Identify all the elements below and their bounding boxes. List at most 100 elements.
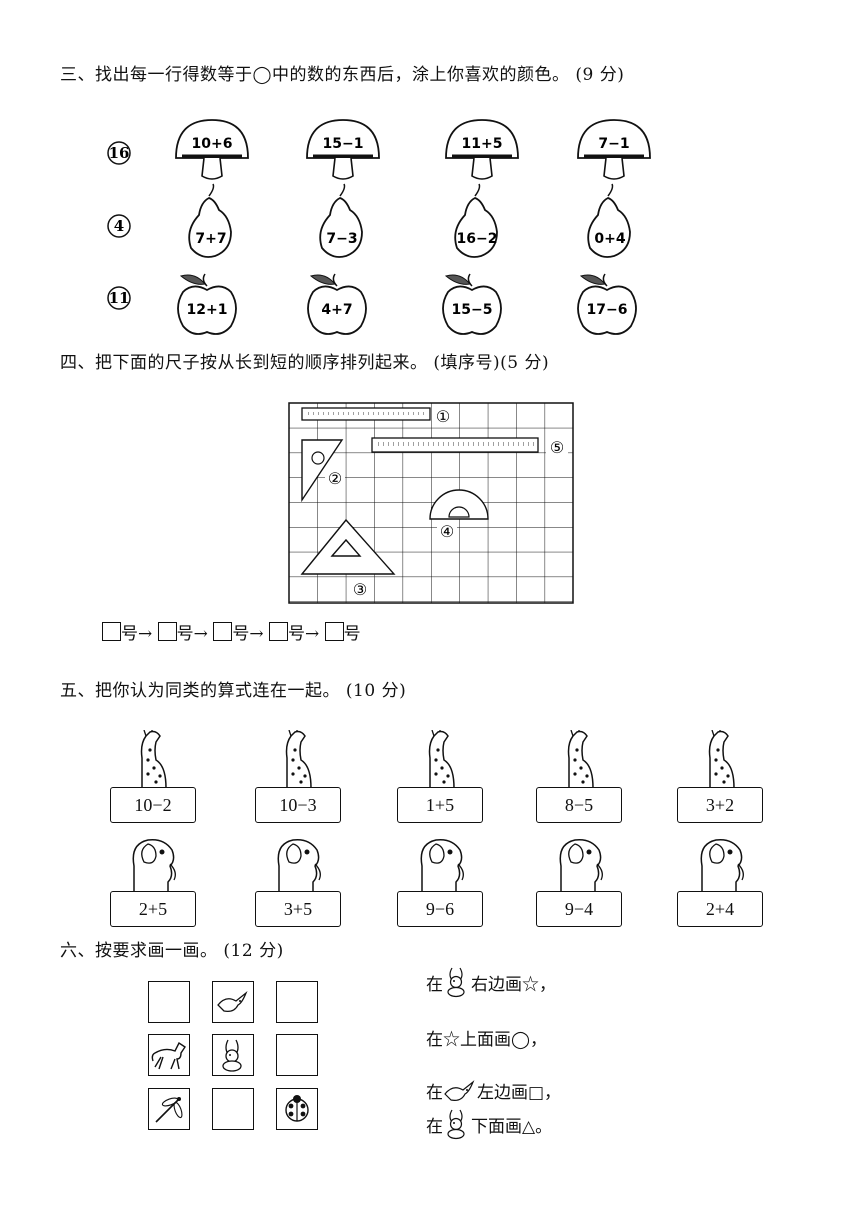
mushroom-expression: 11+5 [462,136,503,152]
pear-item[interactable]: 16−2 [454,183,498,258]
label-1: ① [436,407,450,426]
answer-box[interactable] [157,622,177,641]
grid-cell-empty[interactable] [276,981,318,1023]
target-circle-row2: 4 [107,214,131,238]
target-number: 16 [109,144,130,162]
answer-box[interactable] [324,622,344,641]
instruction-2: 在☆上面画◯， [426,1025,547,1050]
elephant-icon [700,838,744,892]
bird-icon [444,1079,475,1101]
elephant-card[interactable]: 2+4 [677,891,763,927]
giraffe-row [140,730,735,789]
elephant-card[interactable]: 3+5 [255,891,341,927]
grid-cell-rabbit[interactable] [212,1034,254,1076]
giraffe-icon [708,730,735,789]
triangle-ruler-3: ③ [300,518,396,599]
apple-expression: 4+7 [321,302,352,318]
elephant-icon [559,838,603,892]
giraffe-card[interactable]: 10−3 [255,787,341,823]
section5-heading: 五、把你认为同类的算式连在一起。 (10 分) [60,681,407,701]
apple-item[interactable]: 12+1 [177,273,237,335]
section3-figure: 16 4 11 10+6 15−1 11+5 7−1 7+7 [107,119,651,335]
horse-icon [151,1041,186,1070]
ruler-5: ⑤ [371,437,568,457]
unit-text: 号 [121,624,138,644]
grid-cell-horse[interactable] [148,1034,190,1076]
grid-cell-empty[interactable] [276,1034,318,1076]
instruction-4: 在 下面画△。 [426,1108,552,1140]
unit-text: 号 [343,624,361,644]
giraffe-card[interactable]: 3+2 [677,787,763,823]
elephant-row [132,838,744,892]
target-number: 11 [109,289,130,307]
apple-item[interactable]: 15−5 [442,273,502,335]
arrow: → [193,624,208,644]
ladybug-icon [285,1095,309,1122]
rabbit-icon [222,1039,242,1072]
apple-expression: 12+1 [187,302,228,318]
ruler-1: ① [301,407,454,426]
mushroom-item[interactable]: 11+5 [445,119,519,180]
pear-expression: 7+7 [195,231,226,247]
instruction-1: 在 右边画☆， [426,966,556,998]
elephant-icon [132,838,176,892]
pear-expression: 7−3 [326,231,357,247]
ruler-order-answer: 号→ 号→ 号→ 号→ 号 [102,619,361,644]
instruction-text: 在☆上面画◯， [426,1030,548,1050]
instruction-text: 在 [426,1083,443,1103]
mushroom-expression: 15−1 [323,136,364,152]
section3-heading: 三、找出每一行得数等于◯中的数的东西后，涂上你喜欢的颜色。 (9 分) [60,65,625,85]
pear-item[interactable]: 7+7 [188,183,232,258]
label-4: ④ [440,522,454,541]
mushroom-item[interactable]: 15−1 [306,119,380,180]
rabbit-icon [447,967,465,998]
giraffe-icon [567,730,594,789]
instruction-text: 下面画△。 [471,1116,553,1137]
giraffe-card[interactable]: 1+5 [397,787,483,823]
pear-expression: 16−2 [457,231,498,247]
instruction-text: 在 [426,974,443,995]
grid-cell-bird[interactable] [212,981,254,1023]
elephant-card[interactable]: 9−6 [397,891,483,927]
arrow: → [249,624,264,644]
elephant-card[interactable]: 9−4 [536,891,622,927]
arrow: → [138,624,153,644]
section4-heading: 四、把下面的尺子按从长到短的顺序排列起来。 (填序号)(5 分) [60,353,550,373]
unit-text: 号 [176,624,194,644]
apple-expression: 15−5 [452,302,493,318]
arrow: → [304,624,320,644]
apple-item[interactable]: 4+7 [307,273,367,335]
answer-box[interactable] [213,622,233,641]
elephant-icon [420,838,464,892]
bird-icon [217,990,248,1013]
mushroom-item[interactable]: 7−1 [577,119,651,180]
target-number: 4 [114,217,124,235]
giraffe-icon [428,730,455,789]
answer-box[interactable] [102,622,121,641]
elephant-card[interactable]: 2+5 [110,891,196,927]
giraffe-icon [140,730,167,789]
section6-heading: 六、按要求画一画。 (12 分) [60,941,284,961]
label-5: ⑤ [550,438,564,457]
rabbit-icon [447,1109,465,1140]
target-circle-row1: 16 [107,141,131,165]
label-3: ③ [353,580,367,599]
pear-expression: 0+4 [594,231,625,247]
grid-cell-dragonfly[interactable] [148,1088,190,1130]
grid-cell-empty[interactable] [148,981,190,1023]
pear-item[interactable]: 7−3 [319,183,363,258]
mushroom-item[interactable]: 10+6 [175,119,249,180]
grid-cell-empty[interactable] [212,1088,254,1130]
instruction-text: 左边画□， [477,1083,562,1103]
giraffe-card[interactable]: 10−2 [110,787,196,823]
apple-item[interactable]: 17−6 [577,273,637,335]
apple-expression: 17−6 [587,302,628,318]
ruler-grid-figure: ① ⑤ ② ④ ③ [288,402,574,604]
answer-box[interactable] [268,622,288,641]
grid-cell-ladybug[interactable] [276,1088,318,1130]
elephant-icon [277,838,321,892]
pear-item[interactable]: 0+4 [587,183,631,258]
giraffe-card[interactable]: 8−5 [536,787,622,823]
target-circle-row3: 11 [107,286,131,310]
set-square-2: ② [301,439,345,503]
